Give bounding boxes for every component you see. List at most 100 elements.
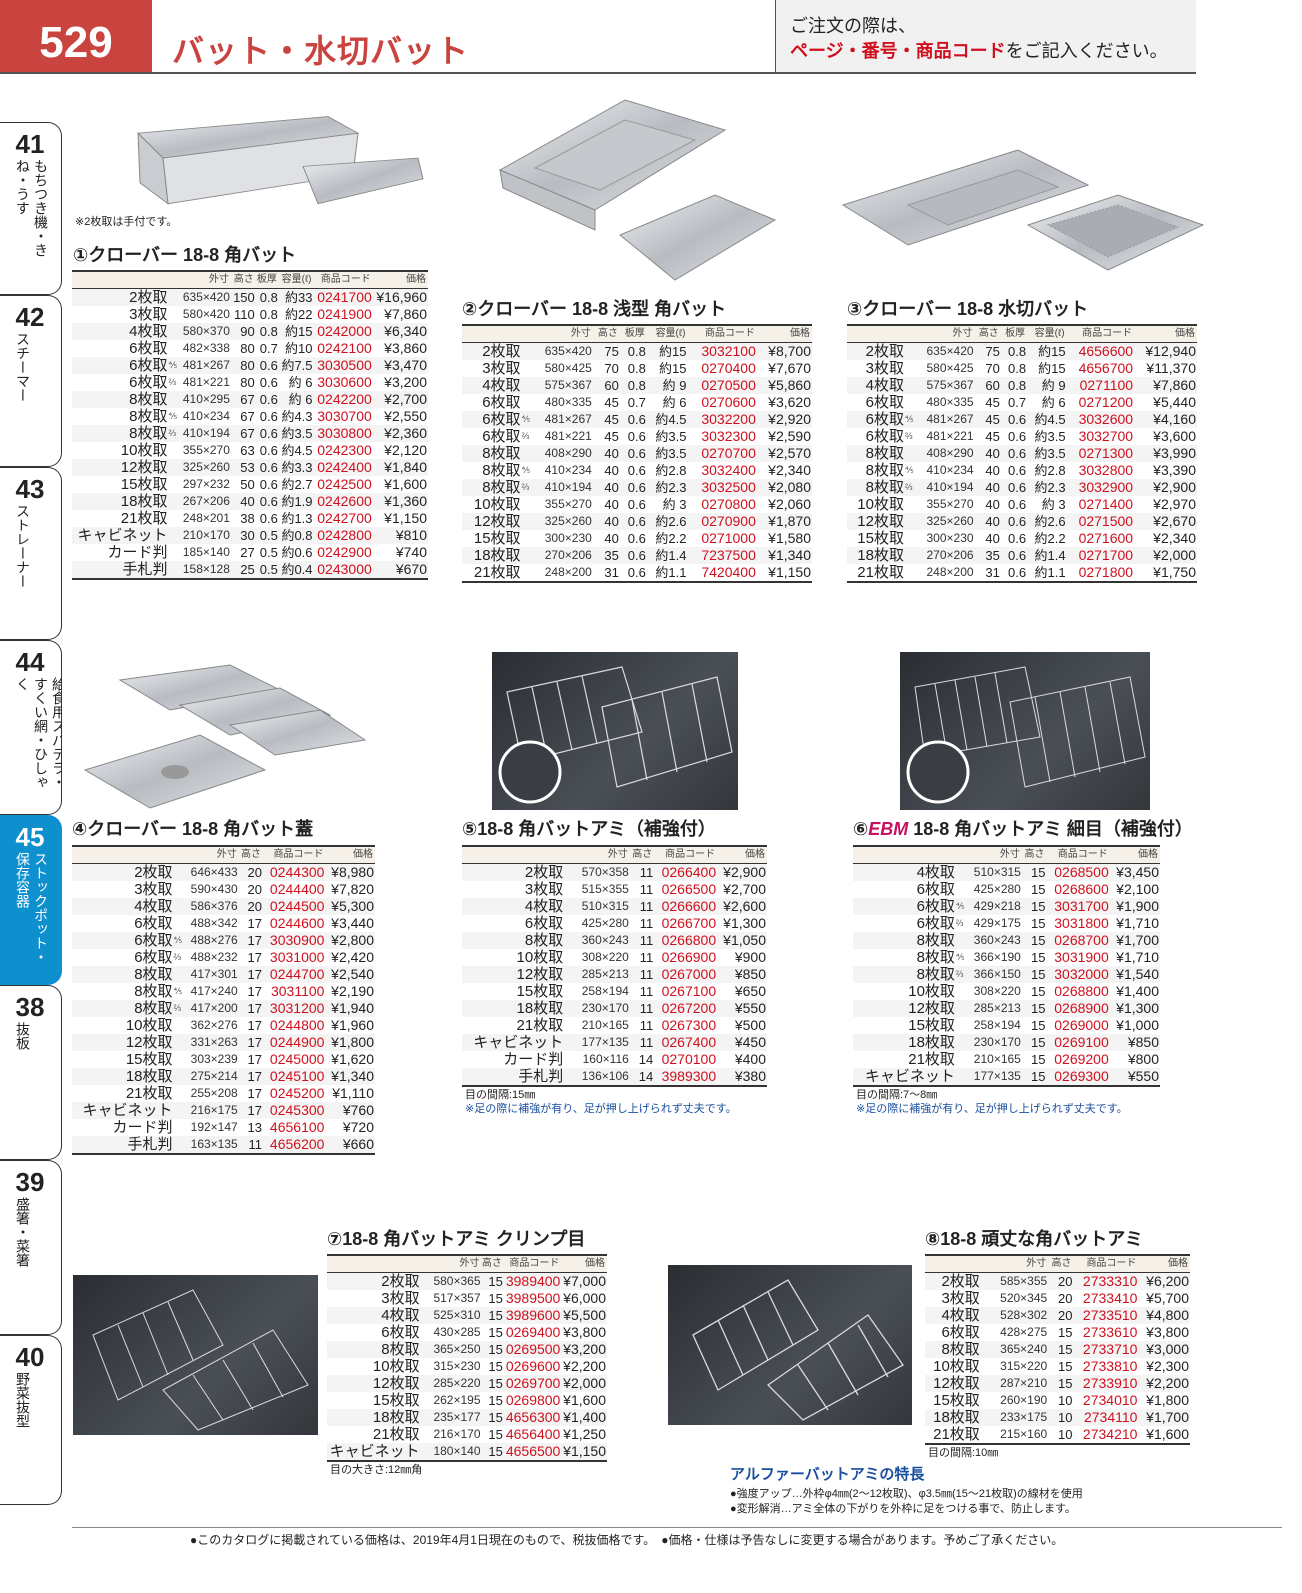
cell-fraction bbox=[167, 476, 179, 493]
cell-code: 0245300 bbox=[263, 1102, 326, 1119]
cell-code: 4656600 bbox=[1066, 342, 1135, 360]
cell-fraction bbox=[954, 1034, 967, 1051]
cell-price: ¥5,300 bbox=[325, 898, 375, 915]
cell-price: ¥2,200 bbox=[563, 1358, 606, 1374]
cell-size: 417×301 bbox=[184, 966, 239, 983]
cell-height: 17 bbox=[247, 950, 263, 965]
product-note: 目の大きさ:12㎜角 bbox=[330, 1464, 423, 1476]
tab-label: 給食用スパテラ・すくい網・ひしゃく bbox=[15, 677, 62, 789]
cell-name: 8枚取 bbox=[916, 949, 955, 966]
cell-fraction bbox=[167, 306, 179, 323]
cell-code: 0268500 bbox=[1046, 863, 1110, 881]
cell-size: 410×234 bbox=[544, 463, 592, 477]
cell-price: ¥550 bbox=[717, 1000, 767, 1017]
cell-price: ¥1,700 bbox=[1109, 932, 1160, 949]
cell-capacity: 約3.5 bbox=[1027, 445, 1067, 462]
column-header: 外寸 bbox=[966, 846, 1022, 864]
cell-height: 15 bbox=[1021, 1068, 1047, 1086]
order-rest-text: をご記入ください。 bbox=[1005, 41, 1168, 61]
cell-price: ¥650 bbox=[734, 983, 766, 999]
cell-size: 410×295 bbox=[179, 391, 231, 408]
cell-price: ¥2,900 bbox=[1134, 479, 1197, 496]
tab-number: 45 bbox=[15, 822, 45, 852]
cell-price: ¥2,190 bbox=[331, 983, 374, 999]
cell-price: ¥1,580 bbox=[768, 530, 811, 546]
cell-size: 481×221 bbox=[544, 429, 592, 443]
cell-name: 4枚取 bbox=[462, 898, 564, 915]
cell-price: ¥1,110 bbox=[332, 1085, 374, 1101]
tab-label: 抜板 bbox=[15, 1022, 31, 1050]
cell-name: 15枚取 bbox=[120, 476, 168, 493]
cell-height: 45 bbox=[985, 429, 1000, 444]
cell-price: ¥1,050 bbox=[717, 932, 767, 949]
cell-price: ¥1,340 bbox=[756, 547, 812, 564]
cell-fraction bbox=[904, 360, 916, 377]
cell-size: 635×420 bbox=[915, 342, 975, 360]
cell-thickness: 0.8 bbox=[619, 342, 647, 360]
cell-fraction bbox=[173, 1119, 185, 1136]
cell-price: ¥2,340 bbox=[1153, 530, 1196, 546]
cell-thickness: 0.6 bbox=[259, 409, 278, 424]
cell-size: 365×240 bbox=[991, 1341, 1049, 1358]
cell-fraction bbox=[563, 863, 576, 881]
cell-name: 15枚取 bbox=[372, 1392, 420, 1409]
cell-code: 0267100 bbox=[661, 983, 717, 999]
cell-size: 430×285 bbox=[433, 1325, 481, 1339]
cell-fraction bbox=[955, 1017, 967, 1034]
cell-name: 4枚取 bbox=[72, 323, 168, 340]
cell-fraction: ⅔ bbox=[173, 952, 182, 962]
cell-name: 4枚取 bbox=[853, 863, 955, 881]
cell-fraction: ⅘ bbox=[168, 411, 178, 421]
cell-name: 10枚取 bbox=[372, 1358, 420, 1375]
cell-size: 510×315 bbox=[575, 898, 630, 915]
cell-fraction bbox=[167, 391, 180, 408]
cell-code: 4656200 bbox=[263, 1136, 326, 1154]
cell-fraction bbox=[521, 530, 533, 547]
order-red-text: ページ・番号・商品コード bbox=[790, 41, 1006, 61]
cell-price: ¥1,710 bbox=[1116, 915, 1159, 931]
cell-code: 0271500 bbox=[1066, 513, 1135, 530]
cell-fraction: ⅘ bbox=[904, 465, 914, 475]
cell-fraction bbox=[172, 1034, 185, 1051]
cell-height: 14 bbox=[629, 1068, 655, 1086]
cell-price: ¥1,600 bbox=[1146, 1426, 1189, 1442]
column-header: 容量(ℓ) bbox=[278, 271, 314, 289]
cell-code: 0269200 bbox=[1054, 1051, 1109, 1067]
cell-name: 21枚取 bbox=[120, 510, 168, 527]
cell-fraction bbox=[521, 496, 533, 513]
cell-name: 8枚取 bbox=[327, 1341, 420, 1358]
cell-name: 21枚取 bbox=[857, 564, 904, 581]
column-header: 容量(ℓ) bbox=[646, 325, 688, 343]
cell-size: 287×210 bbox=[991, 1375, 1049, 1392]
cell-height: 15 bbox=[1021, 932, 1047, 949]
cell-height: 20 bbox=[247, 882, 263, 897]
product-image-rack-crimp bbox=[73, 1275, 318, 1435]
cell-size: 481×221 bbox=[926, 429, 974, 443]
